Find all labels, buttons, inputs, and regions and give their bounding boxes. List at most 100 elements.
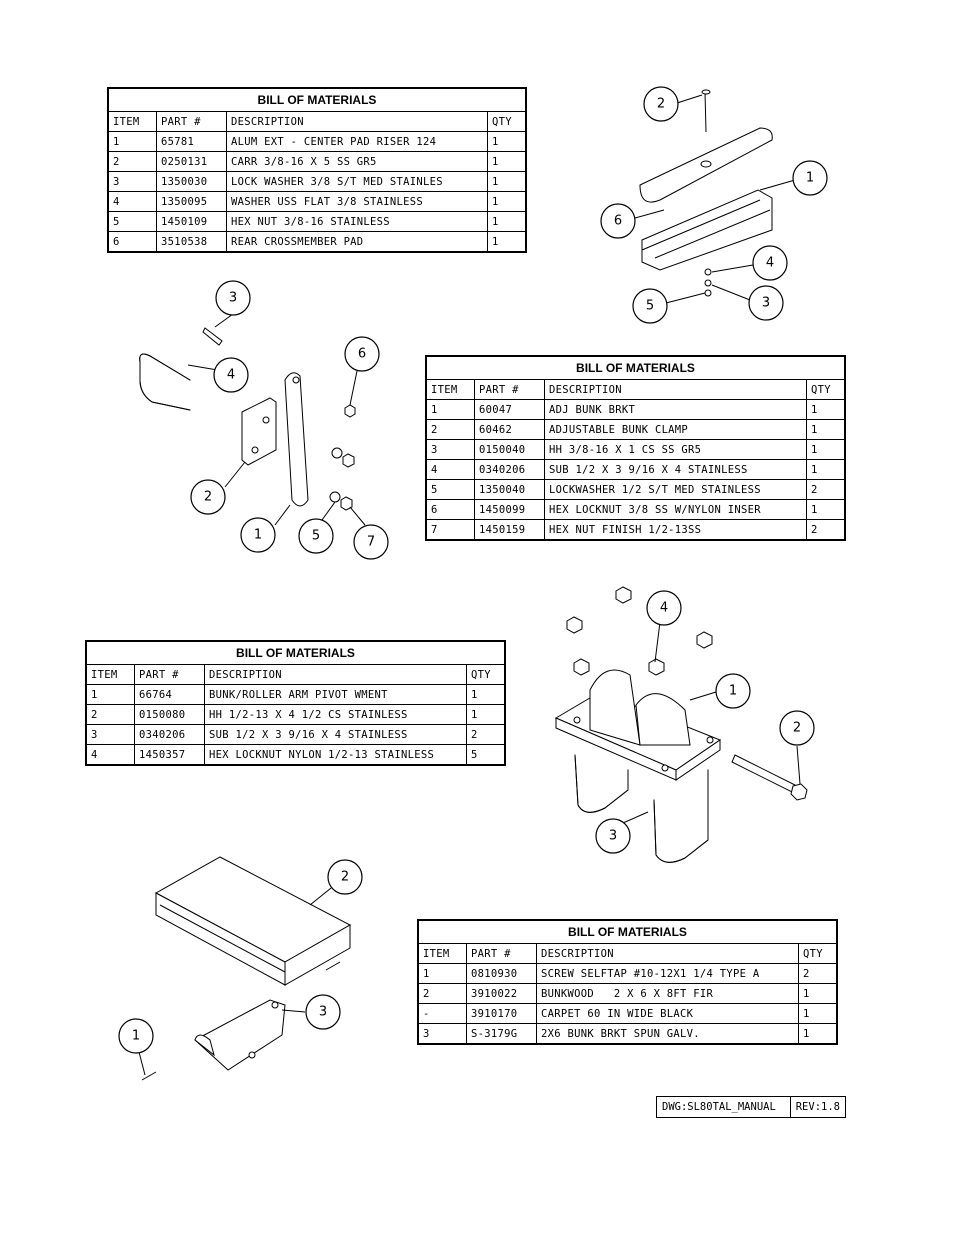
balloons-bunk-bracket: 3 4 6 2 1 5 7 xyxy=(190,280,389,560)
svg-text:2: 2 xyxy=(204,490,212,505)
svg-text:5: 5 xyxy=(646,299,654,314)
cell-item: 1 xyxy=(426,399,475,420)
cell-item: 7 xyxy=(426,519,475,540)
svg-text:1: 1 xyxy=(729,684,737,699)
cell-qty: 1 xyxy=(797,1003,838,1024)
svg-text:1: 1 xyxy=(806,171,814,186)
cell-qty: 1 xyxy=(465,704,506,725)
cell-part: 3910022 xyxy=(466,983,537,1004)
pad-assembly-drawing xyxy=(634,89,796,304)
svg-text:3: 3 xyxy=(609,829,617,844)
col-header-description: DESCRIPTION xyxy=(226,111,488,132)
cell-description: CARR 3/8-16 X 5 SS GR5 xyxy=(226,151,488,172)
cell-qty: 1 xyxy=(486,151,527,172)
balloons-bunk-assembly: 2 3 1 xyxy=(118,859,363,1054)
col-header-qty: QTY xyxy=(465,664,506,685)
cell-part: 0150040 xyxy=(474,439,545,460)
bom-header-row: ITEM PART # DESCRIPTION QTY xyxy=(108,111,527,132)
cell-part: 66764 xyxy=(134,684,205,705)
cell-part: 0340206 xyxy=(134,724,205,745)
bom-header-row: ITEM PART # DESCRIPTION QTY xyxy=(426,379,846,400)
col-header-item: ITEM xyxy=(86,664,135,685)
cell-item: 4 xyxy=(426,459,475,480)
col-header-description: DESCRIPTION xyxy=(536,943,799,964)
balloon: 3 xyxy=(595,818,631,854)
svg-text:6: 6 xyxy=(614,214,622,229)
svg-text:2: 2 xyxy=(341,870,349,885)
cell-item: 4 xyxy=(108,191,157,212)
cell-qty: 1 xyxy=(486,211,527,232)
cell-qty: 2 xyxy=(805,519,846,540)
svg-text:2: 2 xyxy=(657,97,665,112)
cell-item: 1 xyxy=(108,131,157,152)
bom-title: BILL OF MATERIALS xyxy=(108,88,526,112)
cell-description: HEX LOCKNUT NYLON 1/2-13 STAINLESS xyxy=(204,744,467,765)
cell-item: 5 xyxy=(426,479,475,500)
cell-part: 3910170 xyxy=(466,1003,537,1024)
balloon: 1 xyxy=(118,1018,154,1054)
col-header-part: PART # xyxy=(134,664,205,685)
balloons-pivot-assembly: 4 1 2 3 xyxy=(595,590,815,854)
revision-label: REV:1.8 xyxy=(789,1097,845,1117)
col-header-item: ITEM xyxy=(108,111,157,132)
pivot-assembly-drawing xyxy=(554,586,808,863)
cell-qty: 1 xyxy=(805,399,846,420)
cell-item: 3 xyxy=(86,724,135,745)
cell-item: 2 xyxy=(418,983,467,1004)
balloon: 4 xyxy=(752,245,788,281)
balloon: 3 xyxy=(748,285,784,321)
balloon: 2 xyxy=(190,479,226,515)
bom-table-pivot-assembly: BILL OF MATERIALS ITEM PART # DESCRIPTIO… xyxy=(85,640,506,766)
bom-title: BILL OF MATERIALS xyxy=(418,920,837,944)
cell-description: HH 1/2-13 X 4 1/2 CS STAINLESS xyxy=(204,704,467,725)
cell-description: REAR CROSSMEMBER PAD xyxy=(226,231,488,252)
cell-qty: 1 xyxy=(805,419,846,440)
cell-qty: 2 xyxy=(465,724,506,745)
col-header-part: PART # xyxy=(156,111,227,132)
svg-text:2: 2 xyxy=(793,721,801,736)
cell-item: 2 xyxy=(426,419,475,440)
cell-description: SUB 1/2 X 3 9/16 X 4 STAINLESS xyxy=(544,459,807,480)
cell-description: WASHER USS FLAT 3/8 STAINLESS xyxy=(226,191,488,212)
svg-text:4: 4 xyxy=(766,256,774,271)
cell-description: HEX NUT 3/8-16 STAINLESS xyxy=(226,211,488,232)
cell-item: - xyxy=(418,1003,467,1024)
cell-part: 1450159 xyxy=(474,519,545,540)
cell-qty: 2 xyxy=(805,479,846,500)
cell-part: 1350030 xyxy=(156,171,227,192)
balloon: 6 xyxy=(344,336,380,372)
svg-text:1: 1 xyxy=(132,1029,140,1044)
cell-qty: 1 xyxy=(486,131,527,152)
bom-table-bunk-assembly: BILL OF MATERIALS ITEM PART # DESCRIPTIO… xyxy=(417,919,838,1045)
cell-item: 6 xyxy=(108,231,157,252)
cell-qty: 5 xyxy=(465,744,506,765)
cell-part: 0810930 xyxy=(466,963,537,984)
bom-header-row: ITEM PART # DESCRIPTION QTY xyxy=(418,943,838,964)
cell-part: 1350095 xyxy=(156,191,227,212)
svg-text:4: 4 xyxy=(660,601,668,616)
balloon: 1 xyxy=(715,673,751,709)
svg-text:6: 6 xyxy=(358,347,366,362)
cell-qty: 1 xyxy=(486,191,527,212)
cell-description: ADJUSTABLE BUNK CLAMP xyxy=(544,419,807,440)
cell-description: LOCKWASHER 1/2 S/T MED STAINLESS xyxy=(544,479,807,500)
bom-table-pad-assembly: BILL OF MATERIALS ITEM PART # DESCRIPTIO… xyxy=(107,87,527,253)
cell-item: 1 xyxy=(418,963,467,984)
svg-text:3: 3 xyxy=(319,1005,327,1020)
bom-header-row: ITEM PART # DESCRIPTION QTY xyxy=(86,664,506,685)
cell-part: 0150080 xyxy=(134,704,205,725)
balloon: 1 xyxy=(240,517,276,553)
cell-part: 60047 xyxy=(474,399,545,420)
col-header-item: ITEM xyxy=(418,943,467,964)
